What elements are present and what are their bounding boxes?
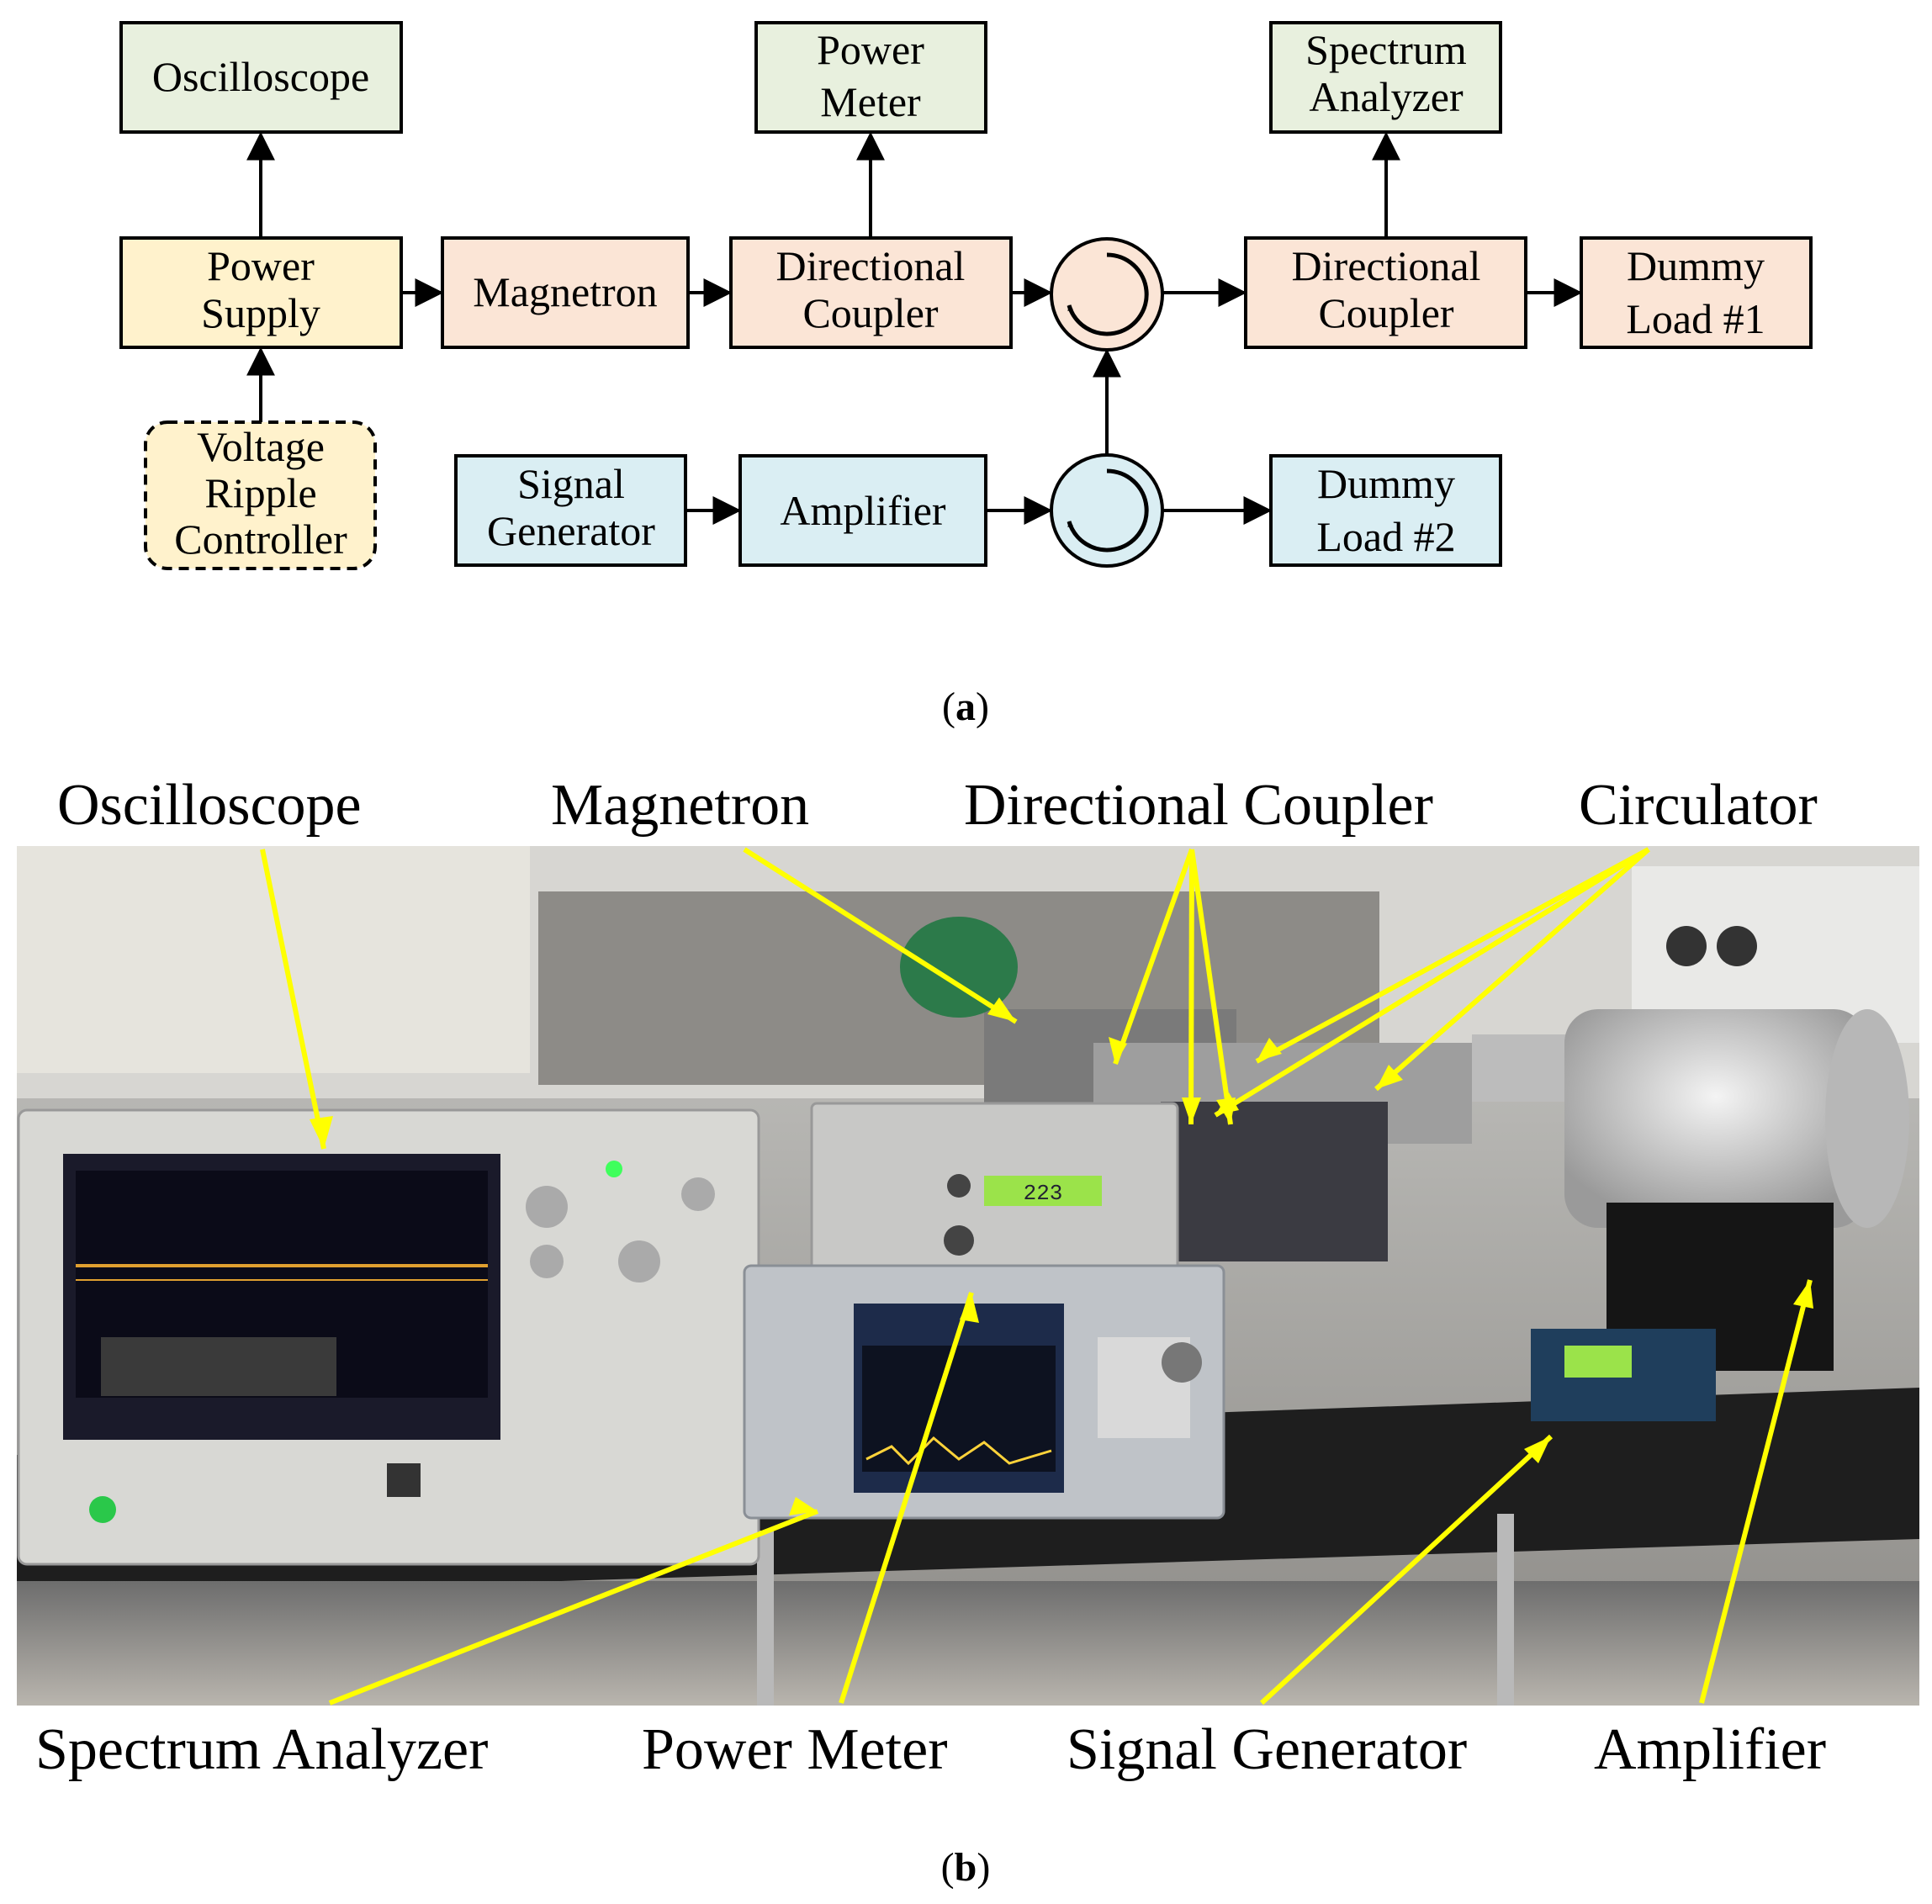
directional-coupler-2-label-line1: Directional (1292, 242, 1481, 289)
dummy-load-2-label-line2: Load #2 (1316, 513, 1455, 560)
pointer-lines (260, 847, 1813, 1706)
power-meter-readout: 223 (1024, 1181, 1063, 1206)
caption-a: (a) (942, 685, 989, 729)
block-diagram-connectors (246, 131, 1583, 525)
signal-generator-label-line2: Generator (487, 507, 655, 554)
oscilloscope-device (17, 1108, 760, 1566)
directional-coupler-1-label-line1: Directional (776, 242, 966, 289)
oscilloscope-block-label: Oscilloscope (152, 53, 369, 100)
magnetron-block: Magnetron (441, 236, 690, 349)
dummy-load-cylinder (1564, 1009, 1909, 1228)
dummy-load-2-label-line1: Dummy (1317, 460, 1455, 507)
dummy-load-2-block: Dummy Load #2 (1269, 454, 1502, 567)
dummy-load-1-block: Dummy Load #1 (1580, 236, 1813, 349)
voltage-ripple-controller-block: Voltage Ripple Controller (144, 420, 377, 570)
dummy-load-1-label-line1: Dummy (1627, 242, 1765, 289)
photo-label-signal-generator: Signal Generator (1067, 1717, 1467, 1782)
spectrum-analyzer-block-label-line1: Spectrum (1305, 26, 1467, 73)
signal-generator-device (1531, 1329, 1716, 1421)
directional-coupler-1-label-line2: Coupler (802, 289, 938, 336)
photo-label-directional-coupler: Directional Coupler (964, 773, 1433, 838)
circulator-top-icon (1050, 237, 1164, 352)
directional-coupler-2-label-line2: Coupler (1318, 289, 1453, 336)
voltage-ripple-controller-label-line2: Ripple (204, 469, 316, 516)
power-supply-block-label-line2: Supply (201, 289, 320, 336)
power-meter-block: Power Meter (754, 21, 987, 134)
photo-label-magnetron: Magnetron (551, 773, 809, 838)
caption-b: (b) (941, 1845, 991, 1890)
oscilloscope-block: Oscilloscope (119, 21, 403, 134)
directional-coupler-1-block: Directional Coupler (729, 236, 1013, 349)
power-meter-block-label-line1: Power (817, 26, 924, 73)
power-meter-block-label-line2: Meter (820, 78, 921, 125)
magnetron-block-label: Magnetron (473, 268, 657, 315)
spectrum-analyzer-block: Spectrum Analyzer (1269, 21, 1502, 134)
circulator-bottom-icon (1050, 453, 1164, 568)
signal-generator-block: Signal Generator (454, 454, 687, 567)
spectrum-analyzer-device (743, 1264, 1225, 1520)
directional-coupler-2-block: Directional Coupler (1244, 236, 1527, 349)
power-supply-block-label-line1: Power (207, 242, 315, 289)
voltage-ripple-controller-label-line1: Voltage (197, 423, 325, 470)
signal-generator-label-line1: Signal (517, 460, 625, 507)
photo-label-spectrum-analyzer: Spectrum Analyzer (35, 1717, 488, 1782)
lab-photo: 223 (17, 773, 1919, 1890)
photo-label-circulator: Circulator (1579, 773, 1818, 838)
power-meter-device: 223 (810, 1102, 1179, 1273)
amplifier-block-label: Amplifier (780, 487, 946, 534)
amplifier-block: Amplifier (738, 454, 987, 567)
left-cabinet (17, 846, 530, 1073)
pointer-heads (310, 997, 1813, 1515)
block-diagram: Oscilloscope Power Meter Spectrum Analyz… (119, 21, 1813, 729)
power-supply-block: Power Supply (119, 236, 403, 349)
voltage-ripple-controller-label-line3: Controller (174, 516, 347, 563)
floor (17, 1581, 1919, 1706)
photo-label-power-meter: Power Meter (642, 1717, 948, 1782)
photo-label-amplifier: Amplifier (1594, 1717, 1826, 1782)
spectrum-analyzer-block-label-line2: Analyzer (1309, 73, 1464, 120)
dummy-load-1-label-line2: Load #1 (1626, 295, 1765, 342)
photo-label-oscilloscope: Oscilloscope (57, 773, 362, 838)
